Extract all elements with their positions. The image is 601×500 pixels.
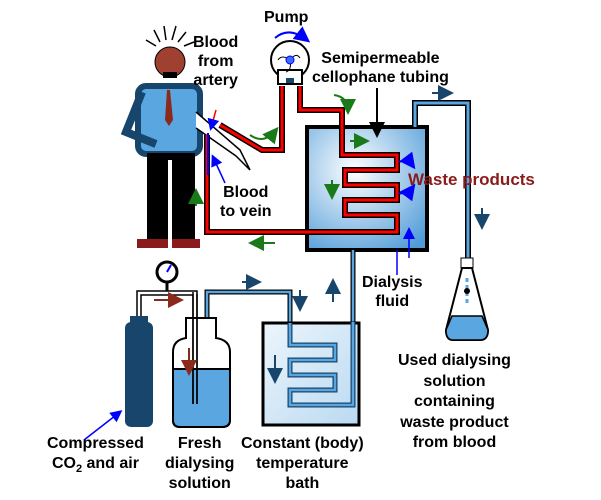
label-line: Compressed (47, 435, 144, 452)
label-line: dialysing (165, 455, 235, 472)
label-line: cellophane tubing (312, 69, 449, 86)
label-used-solution: Used dialysing solution containing waste… (398, 351, 511, 454)
label-blood-to-vein: Blood to vein (220, 183, 272, 221)
label-line: Blood (193, 34, 239, 51)
co-text: CO (51, 455, 76, 472)
fresh-solution-bottle (172, 292, 231, 428)
label-line: bath (285, 475, 320, 492)
label-line: Blood (223, 184, 269, 201)
label-temperature-bath: Constant (body) temperature bath (241, 434, 364, 494)
label-line: from blood (412, 434, 497, 451)
blood-tubing (218, 86, 285, 153)
label-line: waste product (400, 413, 509, 431)
and-air-text: and air (82, 455, 139, 472)
label-fresh-solution: Fresh dialysing solution (165, 434, 234, 494)
label-line: CO2 and air (47, 454, 144, 479)
label-line: Constant (body) (241, 435, 364, 452)
subscript-2: 2 (75, 463, 83, 476)
label-line: to vein (220, 203, 272, 220)
patient-figure (120, 25, 251, 248)
pump-icon (270, 26, 311, 85)
label-line: containing (414, 393, 495, 410)
label-line: fluid (375, 293, 410, 310)
label-line: Semipermeable (321, 50, 440, 67)
pressure-gauge-icon (155, 260, 179, 291)
label-line: solution (423, 372, 486, 390)
flow-arrows (83, 85, 490, 441)
label-line: solution (168, 475, 231, 492)
label-compressed-gas: Compressed CO2 and air (47, 434, 144, 479)
label-waste-products: Waste products (408, 170, 535, 189)
label-pump: Pump (264, 9, 309, 26)
gas-cylinder (125, 316, 153, 427)
label-semipermeable-tubing: Semipermeable cellophane tubing (312, 49, 449, 87)
cellophane-coil (204, 86, 400, 235)
label-line: temperature (256, 455, 349, 472)
label-line: Used dialysing (398, 352, 511, 369)
label-blood-from-artery: Blood from artery (193, 33, 238, 90)
label-line: Fresh (177, 435, 222, 452)
label-line: Dialysis (362, 274, 423, 291)
label-line: artery (193, 72, 238, 89)
waste-flask (444, 257, 490, 341)
label-line: from (197, 53, 234, 70)
label-dialysis-fluid: Dialysis fluid (362, 273, 422, 311)
